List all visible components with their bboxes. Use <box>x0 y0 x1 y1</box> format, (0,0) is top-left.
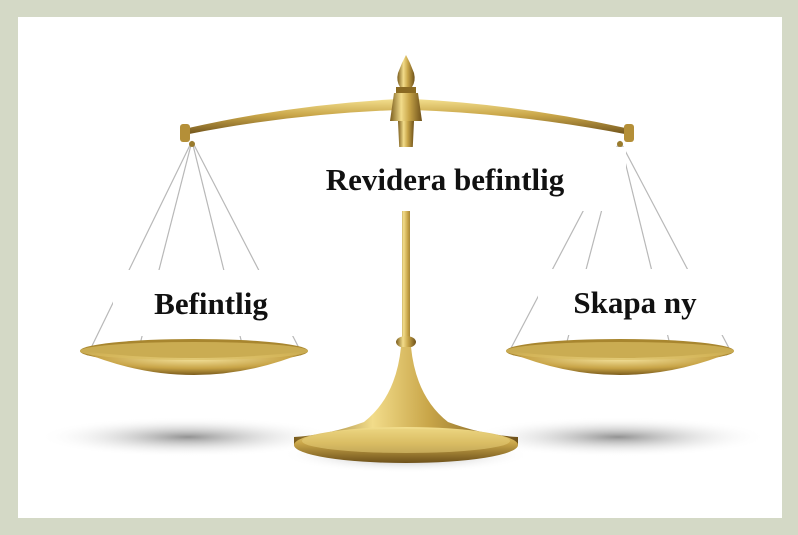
right-shadow <box>468 417 768 457</box>
balance-scale-icon <box>38 55 768 473</box>
slide-frame: Revidera befintlig Befintlig Skapa ny <box>18 17 782 518</box>
right-label: Skapa ny <box>538 269 732 335</box>
left-shadow <box>38 417 338 457</box>
right-label-text: Skapa ny <box>573 284 697 320</box>
base <box>294 347 518 450</box>
left-label: Befintlig <box>113 270 309 336</box>
left-label-text: Befintlig <box>154 285 268 321</box>
center-label-text: Revidera befintlig <box>325 161 565 197</box>
finial <box>397 55 415 87</box>
center-label: Revidera befintlig <box>264 147 626 211</box>
